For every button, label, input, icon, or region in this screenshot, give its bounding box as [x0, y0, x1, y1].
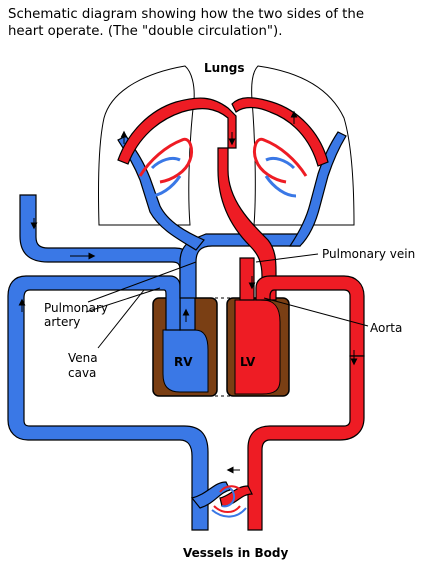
- label-lungs: Lungs: [204, 61, 244, 75]
- title-line-1: Schematic diagram showing how the two si…: [8, 7, 365, 22]
- left-ventricle: [234, 299, 281, 395]
- label-pulmonary-artery-2: artery: [44, 315, 80, 329]
- pulmonary-vein-right: [231, 97, 329, 167]
- pulmonary-vein-left: [117, 97, 237, 165]
- label-lv: LV: [240, 355, 256, 369]
- label-rv: RV: [174, 355, 193, 369]
- label-vena-cava-2: cava: [68, 366, 96, 380]
- superior-vena-cava: [19, 194, 196, 331]
- label-aorta: Aorta: [370, 321, 402, 335]
- flow-arrows: [18, 110, 358, 474]
- right-lung-artery: [288, 131, 347, 247]
- leader-lines: [85, 253, 369, 349]
- left-atrium: [239, 257, 255, 301]
- lung-capillaries: [138, 137, 308, 198]
- descending-aorta: [247, 355, 365, 531]
- inferior-vena-cava: [7, 275, 209, 531]
- right-ventricle: [162, 329, 209, 393]
- body-capillary-blue: [190, 481, 231, 509]
- left-lung-outline: [98, 65, 195, 226]
- diagram-title: Schematic diagram showing how the two si…: [8, 6, 423, 40]
- title-line-2: heart operate. (The "double circulation"…: [8, 24, 283, 39]
- label-vessels-in-body: Vessels in Body: [183, 546, 288, 560]
- label-pulmonary-artery-1: Pulmonary: [44, 301, 108, 315]
- label-pulmonary-vein: Pulmonary vein: [322, 247, 415, 261]
- body-capillaries: [207, 484, 247, 518]
- deoxygenated-vessels: [7, 131, 347, 531]
- label-vena-cava-1: Vena: [68, 351, 98, 365]
